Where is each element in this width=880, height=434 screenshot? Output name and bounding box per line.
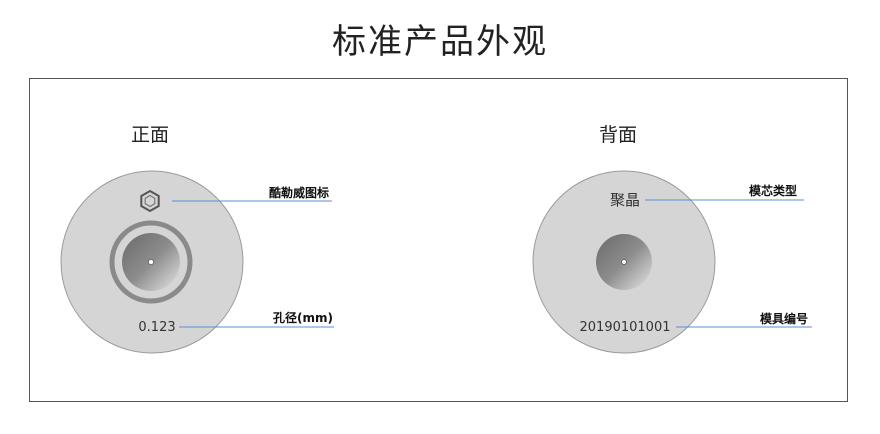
core-type-value: 聚晶	[610, 191, 640, 209]
aperture-value: 0.123	[138, 320, 175, 335]
page-title: 标准产品外观	[332, 22, 548, 62]
front-label: 正面	[131, 124, 169, 146]
back-label: 背面	[599, 124, 637, 146]
front-aperture-hole	[148, 259, 154, 265]
diagram-frame	[29, 78, 848, 402]
logo-callout: 酷勒威图标	[269, 185, 329, 200]
aperture-callout: 孔径(mm)	[273, 310, 333, 325]
mold-number-callout: 模具编号	[760, 311, 808, 326]
hexagon-logo-icon	[140, 189, 160, 213]
mold-number-value: 20190101001	[580, 320, 671, 335]
core-type-callout: 模芯类型	[749, 183, 797, 198]
back-center-hole	[621, 259, 627, 265]
